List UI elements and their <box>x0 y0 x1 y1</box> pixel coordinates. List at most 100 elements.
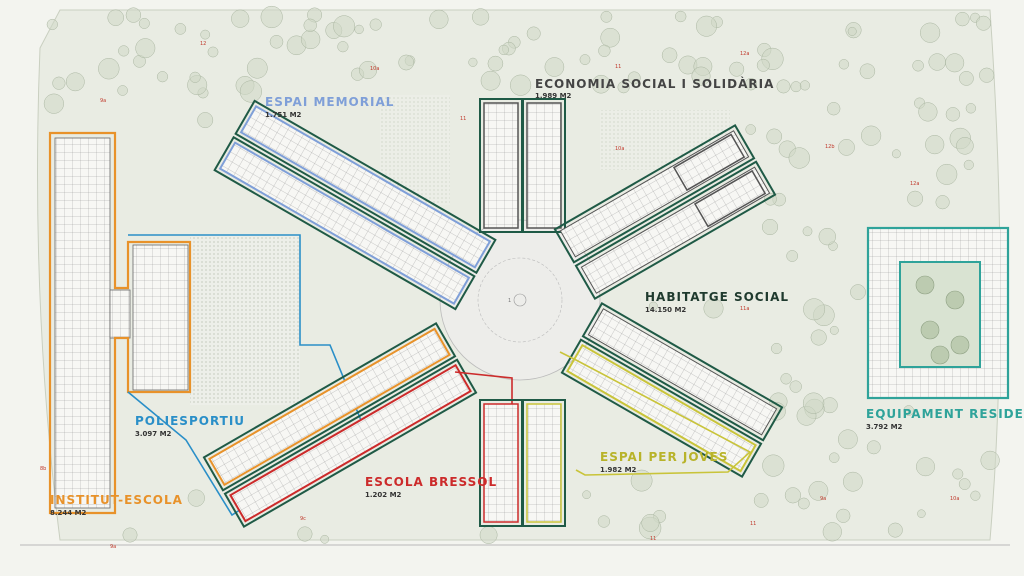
svg-text:3.097 M2: 3.097 M2 <box>135 430 172 438</box>
tree-canopy <box>269 35 284 49</box>
tree-canopy <box>799 80 810 91</box>
tree-canopy <box>917 509 926 518</box>
tree-canopy <box>156 71 169 83</box>
tree-canopy <box>600 10 613 23</box>
economia-social-blocks <box>479 98 566 233</box>
zone-label-residencia: EQUIPAMENT RESIDENCIA 3.792 M2 <box>866 407 1024 431</box>
tree-canopy <box>703 298 724 319</box>
tree-canopy <box>810 329 827 346</box>
svg-text:ECONOMIA SOCIAL I SOLIDÀRIA: ECONOMIA SOCIAL I SOLIDÀRIA <box>535 76 774 91</box>
espai-joves-blocks <box>559 301 784 479</box>
tree-canopy <box>771 342 783 355</box>
tree-canopy <box>784 487 801 504</box>
tree-canopy <box>918 102 938 122</box>
tree-canopy <box>239 80 262 103</box>
tree-canopy <box>260 5 283 29</box>
tree-canopy <box>928 53 946 71</box>
svg-text:11: 11 <box>460 116 466 122</box>
tree-canopy <box>808 480 829 501</box>
tree-canopy <box>859 63 876 79</box>
svg-text:1.751 M2: 1.751 M2 <box>265 111 302 119</box>
svg-text:11a: 11a <box>740 306 749 312</box>
tree-canopy <box>935 195 950 210</box>
svg-text:14.150 M2: 14.150 M2 <box>645 306 686 314</box>
tree-canopy <box>955 11 970 27</box>
tree-canopy <box>766 128 783 145</box>
espai-memorial-blocks <box>213 99 497 311</box>
tree-canopy <box>65 72 85 92</box>
tree-canopy <box>98 58 120 80</box>
tree-canopy <box>487 55 504 72</box>
tree-canopy <box>480 70 501 91</box>
tree-canopy <box>498 44 509 56</box>
svg-text:POLIESPORTIU: POLIESPORTIU <box>135 414 245 428</box>
courtyard-tree <box>950 335 970 355</box>
tree-canopy <box>729 61 745 77</box>
tree-canopy <box>976 15 991 31</box>
tree-canopy <box>691 66 711 86</box>
zone-label-economia: ECONOMIA SOCIAL I SOLIDÀRIA 1.989 M2 <box>535 76 774 100</box>
tree-canopy <box>802 226 813 237</box>
tree-canopy <box>850 284 866 300</box>
tree-canopy <box>468 57 478 67</box>
tree-canopy <box>776 79 791 94</box>
tree-canopy <box>903 405 914 416</box>
tree-canopy <box>780 373 792 385</box>
tree-canopy <box>828 452 840 463</box>
tree-canopy <box>980 450 1000 470</box>
svg-text:12a: 12a <box>740 51 749 57</box>
tree-canopy <box>821 397 838 414</box>
svg-text:11: 11 <box>615 64 621 70</box>
svg-text:HABITATGE SOCIAL: HABITATGE SOCIAL <box>645 290 789 304</box>
tree-canopy <box>936 163 958 185</box>
plaza-ring <box>477 257 563 343</box>
svg-text:10a: 10a <box>950 496 959 502</box>
tree-canopy <box>627 71 641 85</box>
plaza-center <box>513 293 527 307</box>
tree-canopy <box>320 534 330 544</box>
courtyard-tree <box>930 345 950 365</box>
tree-canopy <box>762 454 785 477</box>
courtyard-tree <box>920 320 940 340</box>
svg-text:10a: 10a <box>615 146 624 152</box>
tree-canopy <box>838 59 850 70</box>
tree-canopy <box>125 7 142 23</box>
tree-canopy <box>135 38 156 59</box>
svg-text:ESCOLA BRESSOL: ESCOLA BRESSOL <box>365 475 497 489</box>
tree-canopy <box>818 227 836 246</box>
tree-canopy <box>207 46 219 58</box>
tree-canopy <box>641 513 660 532</box>
svg-text:9a: 9a <box>110 544 116 550</box>
tree-canopy <box>122 527 138 543</box>
tree-canopy <box>887 522 903 538</box>
svg-text:1: 1 <box>508 298 511 304</box>
equipament-residencia-building <box>866 226 1010 400</box>
svg-text:3.792 M2: 3.792 M2 <box>866 423 903 431</box>
tree-canopy <box>822 522 842 542</box>
vegetation <box>43 5 1000 544</box>
tree-canopy <box>297 526 313 542</box>
svg-text:11: 11 <box>650 536 656 542</box>
svg-text:1.202 M2: 1.202 M2 <box>365 491 402 499</box>
svg-text:8.244 M2: 8.244 M2 <box>50 509 87 517</box>
tree-canopy <box>963 159 974 170</box>
tree-canopy <box>544 57 565 77</box>
zone-label-poliesportiu: POLIESPORTIU 3.097 M2 <box>135 414 245 438</box>
tree-canopy <box>959 71 974 86</box>
svg-text:8b: 8b <box>40 466 46 472</box>
svg-text:ESPAI PER JOVES: ESPAI PER JOVES <box>600 450 728 464</box>
tree-canopy <box>827 102 841 116</box>
tree-canopy <box>956 137 974 155</box>
sports-court <box>190 235 300 405</box>
institut-escola-building <box>48 131 192 515</box>
tree-canopy <box>579 54 591 65</box>
tree-canopy <box>797 497 810 510</box>
escola-bressol-blocks <box>202 321 513 529</box>
tree-canopy <box>333 15 356 38</box>
tree-canopy <box>829 325 839 335</box>
svg-text:9a: 9a <box>820 496 826 502</box>
tree-canopy <box>696 15 717 37</box>
tree-canopy <box>117 85 128 96</box>
svg-text:1.989 M2: 1.989 M2 <box>535 92 572 100</box>
svg-text:ESPAI MEMORIAL: ESPAI MEMORIAL <box>265 95 394 109</box>
